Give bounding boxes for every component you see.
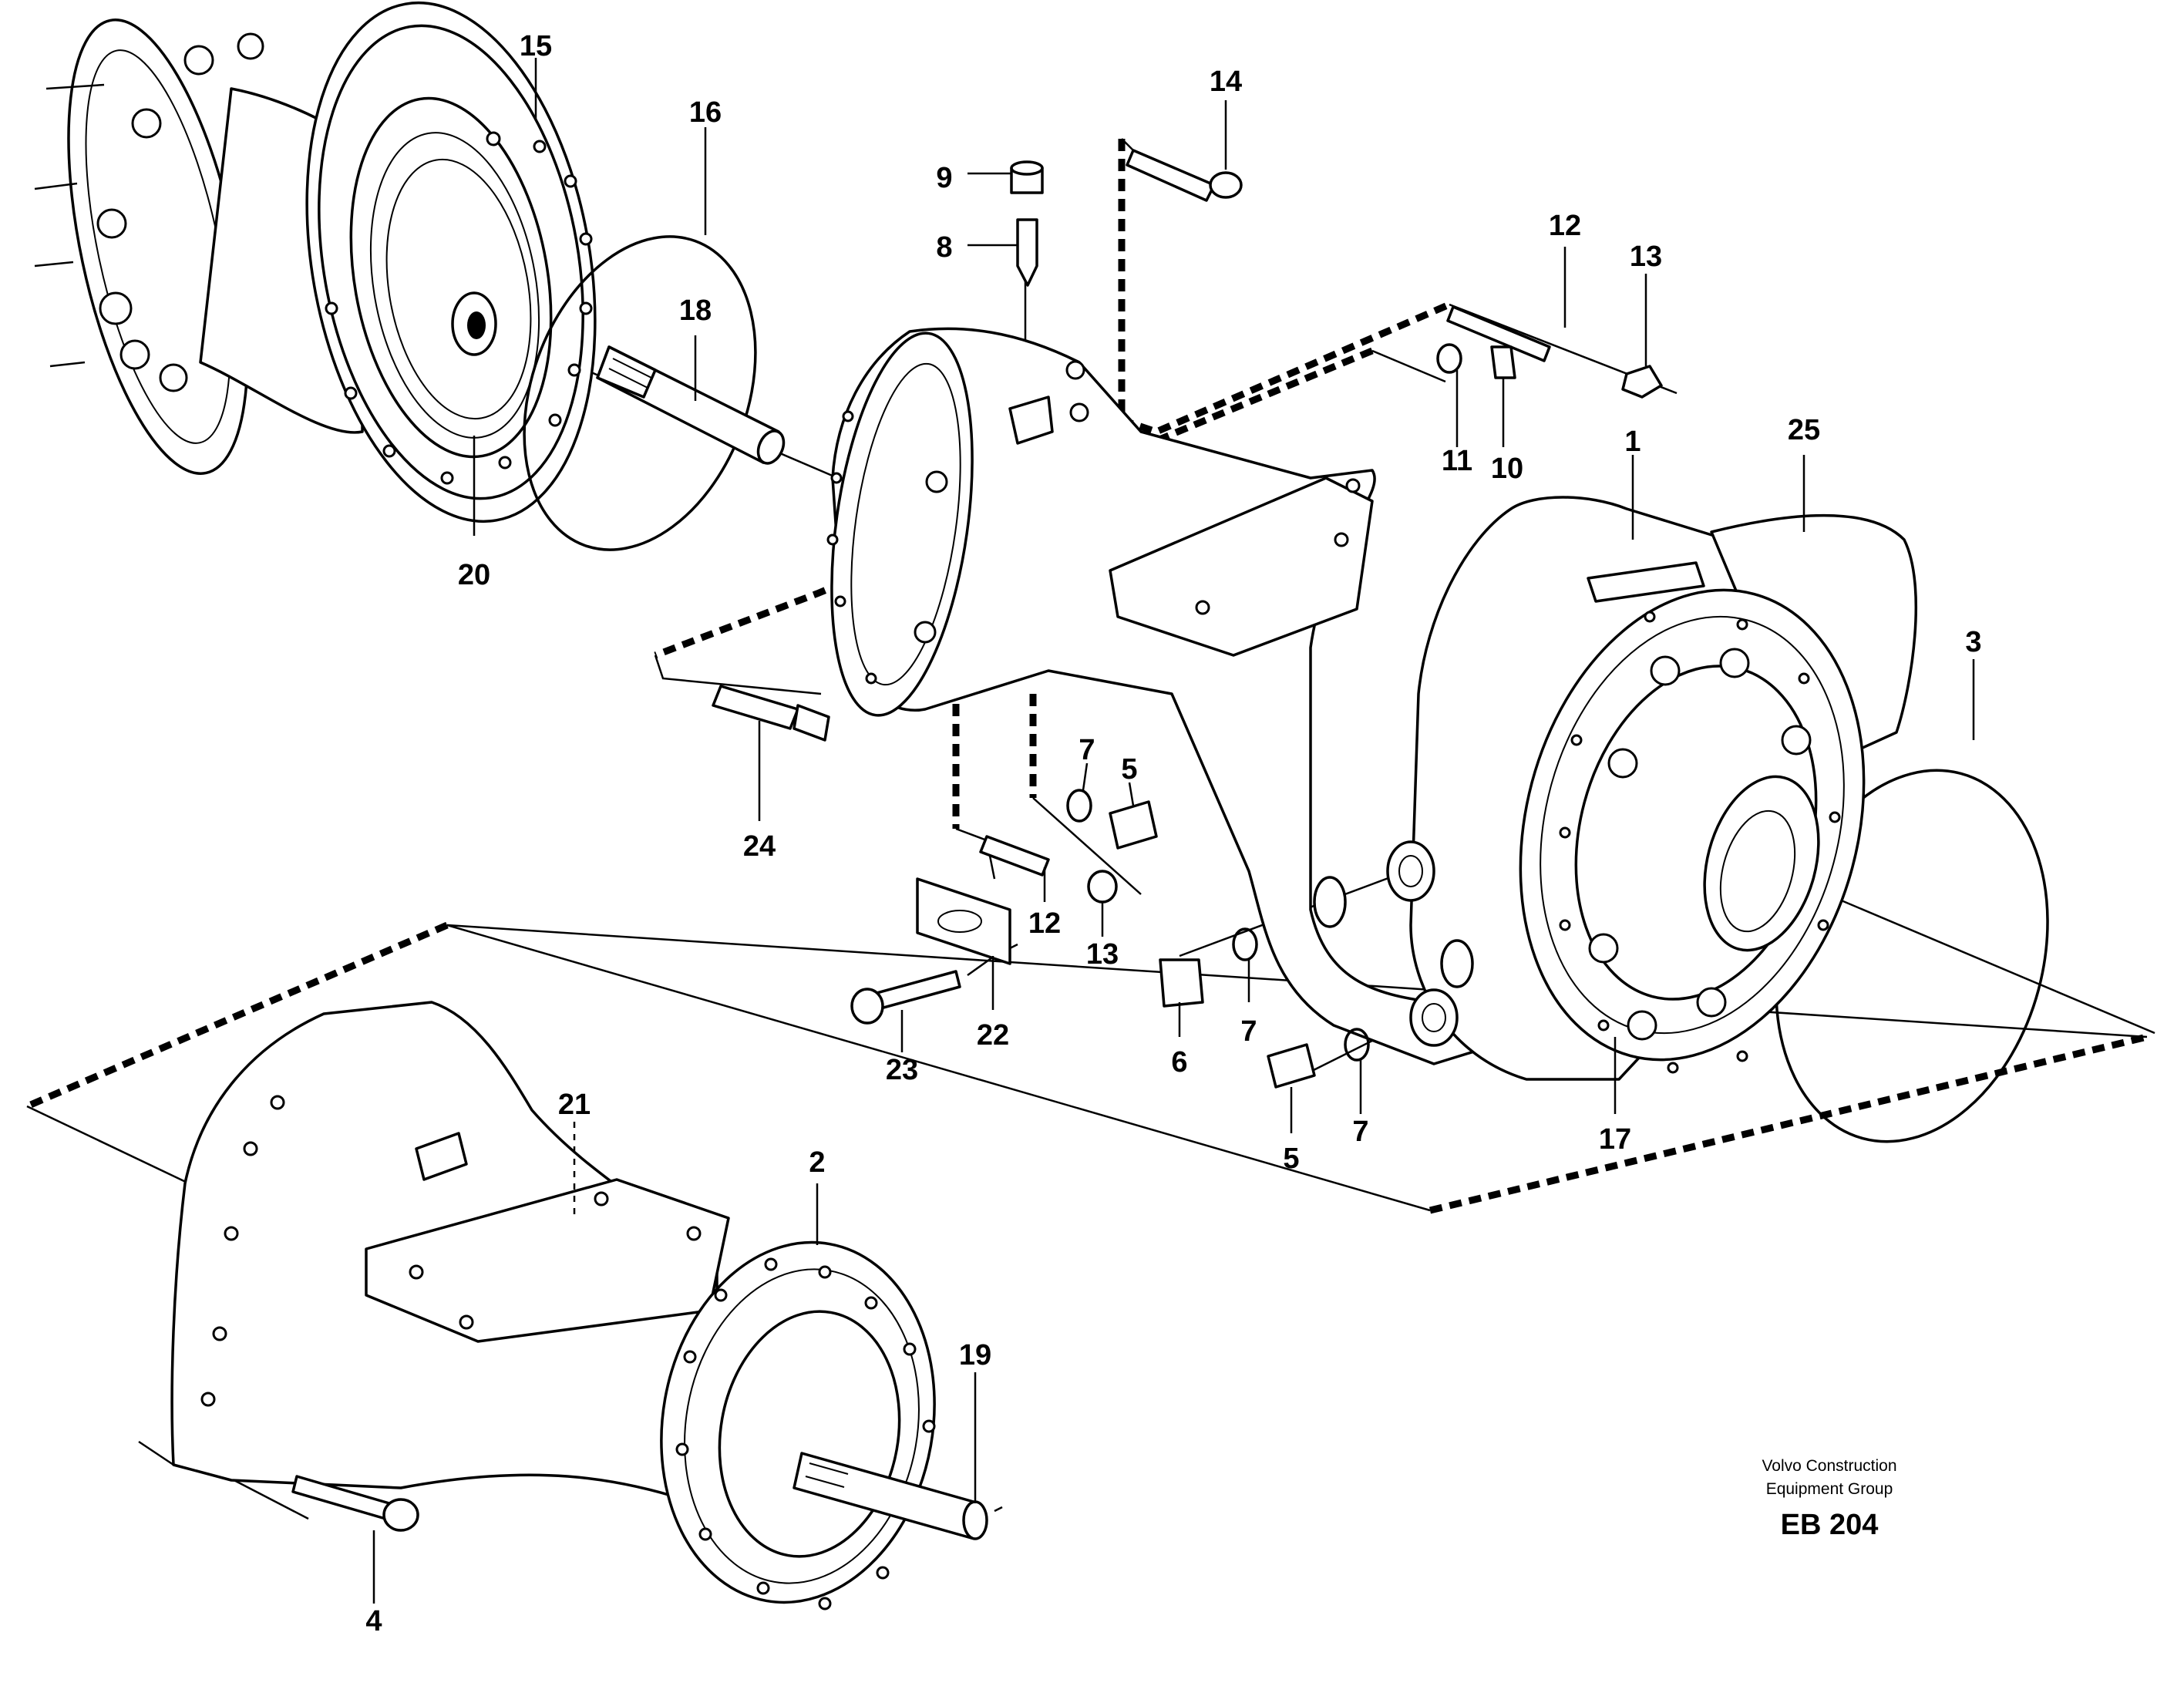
label-1: 1 (1624, 426, 1641, 458)
drive-shaft-18 (596, 345, 786, 465)
diagram-code: EB 204 (1781, 1509, 1879, 1541)
label-12-lower: 12 (1028, 907, 1061, 940)
label-10: 10 (1491, 453, 1523, 485)
label-8: 8 (936, 231, 952, 264)
label-2: 2 (809, 1146, 825, 1179)
label-5-upper: 5 (1121, 753, 1137, 786)
label-15: 15 (520, 30, 552, 62)
credit-block: Volvo Construction Equipment Group EB 20… (1762, 1457, 1896, 1541)
label-3: 3 (1965, 626, 1981, 658)
label-7-middle: 7 (1240, 1015, 1257, 1048)
credit-group: Equipment Group (1766, 1480, 1893, 1498)
fasteners (291, 149, 1663, 1532)
label-6: 6 (1171, 1046, 1187, 1079)
label-16: 16 (689, 96, 722, 129)
label-13-upper: 13 (1630, 241, 1662, 273)
wheel-hub (34, 1, 597, 523)
housing-ports (1313, 840, 1474, 1047)
label-23: 23 (886, 1054, 918, 1086)
label-11: 11 (1442, 445, 1472, 477)
label-leaders (372, 58, 1975, 1604)
label-25: 25 (1788, 414, 1820, 446)
differential-flange (1519, 588, 1866, 1074)
label-18: 18 (679, 294, 712, 327)
part-labels: 15 16 18 20 14 9 8 12 13 11 10 1 25 3 7 … (365, 30, 1981, 1637)
label-22: 22 (977, 1019, 1009, 1052)
label-7-upper: 7 (1079, 734, 1095, 766)
credit-company: Volvo Construction (1762, 1457, 1896, 1475)
label-17: 17 (1599, 1123, 1631, 1156)
label-9: 9 (936, 162, 952, 194)
label-19: 19 (959, 1339, 991, 1371)
label-5-lower: 5 (1283, 1143, 1299, 1175)
label-7-lower: 7 (1352, 1116, 1368, 1148)
label-13-lower: 13 (1086, 938, 1119, 971)
label-12-upper: 12 (1549, 210, 1581, 242)
label-14: 14 (1210, 66, 1242, 98)
label-4: 4 (365, 1605, 382, 1637)
label-24: 24 (743, 830, 776, 863)
label-20: 20 (458, 559, 490, 591)
label-21: 21 (558, 1089, 591, 1121)
